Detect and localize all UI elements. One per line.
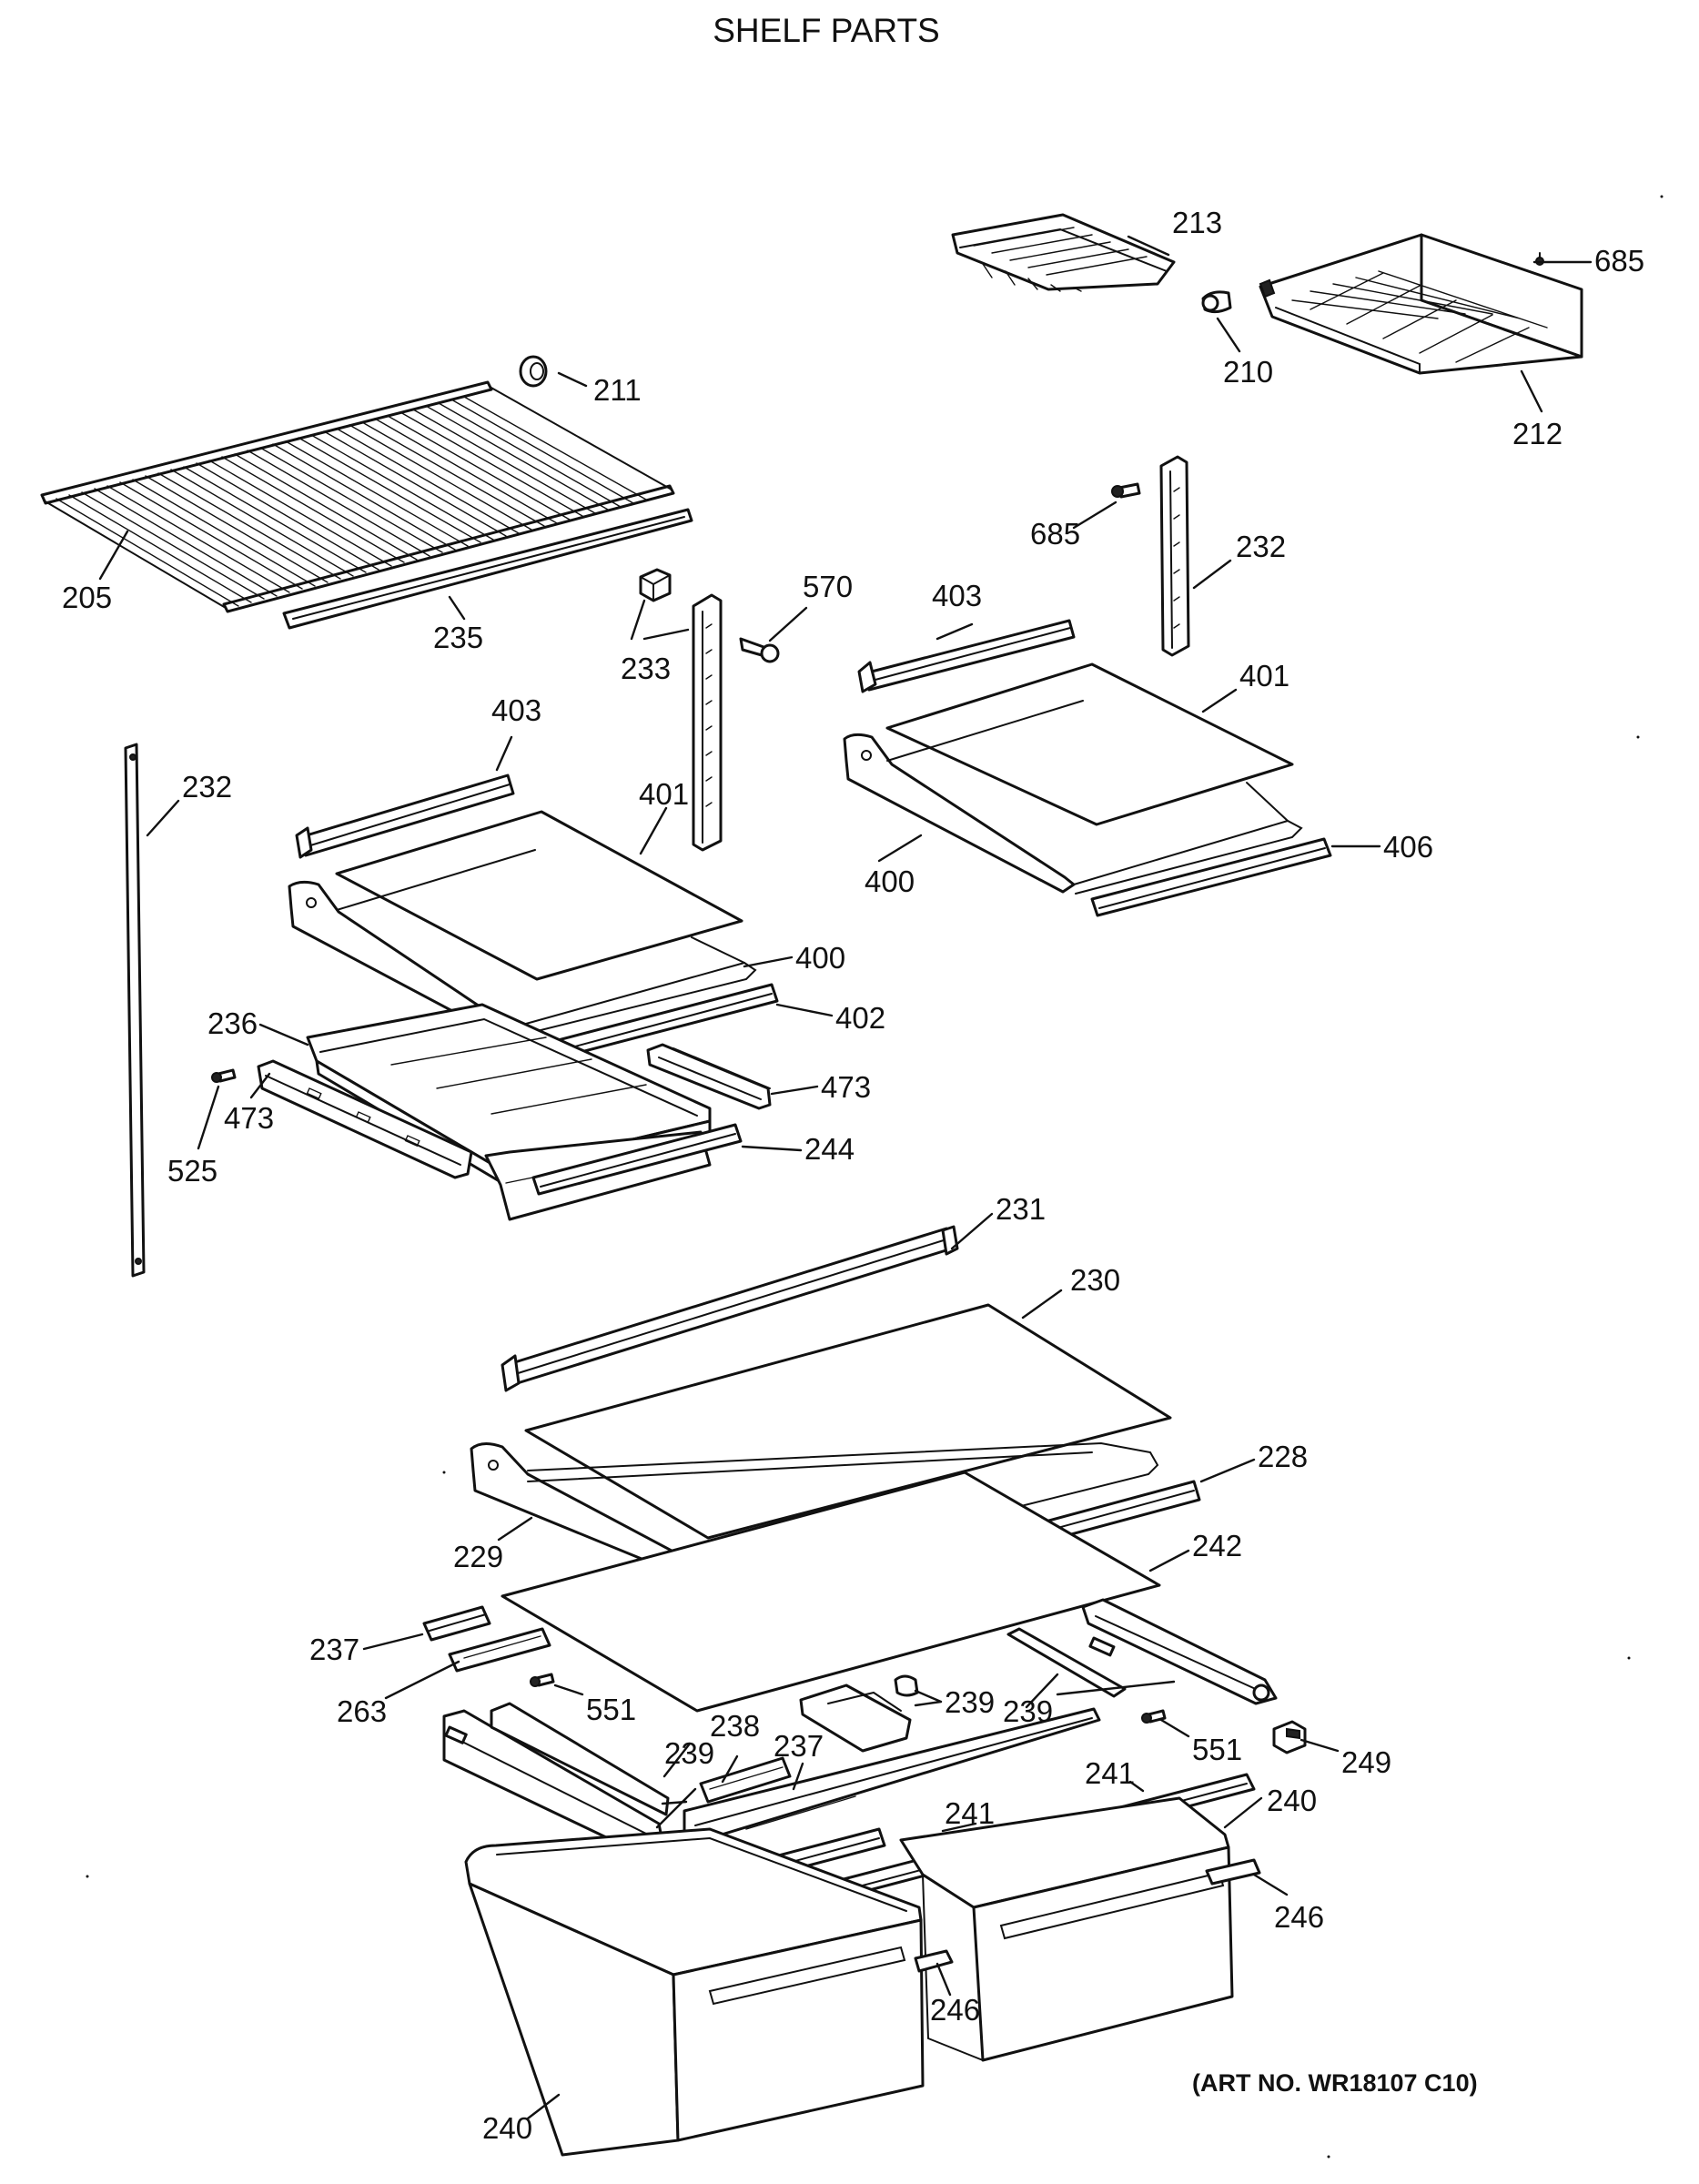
part-401-glass-left [335, 810, 743, 981]
callout-570: 570 [803, 570, 853, 603]
callout-239-center: 239 [945, 1685, 995, 1719]
callout-231: 231 [996, 1192, 1046, 1226]
part-403-trim-right [857, 619, 1076, 693]
callout-246-left: 246 [930, 1993, 980, 2027]
part-crisper-side-left [442, 1702, 670, 1858]
part-205-wire-shelf [40, 380, 675, 613]
callout-551-left: 551 [586, 1693, 636, 1726]
callout-401-left: 401 [639, 777, 689, 811]
part-400-frame-right [843, 700, 1303, 895]
callout-229: 229 [453, 1540, 503, 1573]
callout-242: 242 [1192, 1529, 1242, 1562]
callout-212: 212 [1512, 417, 1562, 450]
part-240-crisper-pan-left [464, 1827, 925, 2157]
callout-473-right: 473 [821, 1070, 871, 1104]
callout-401-right: 401 [1239, 659, 1289, 693]
part-551-screw-left [530, 1673, 555, 1687]
callout-473-left: 473 [224, 1101, 274, 1135]
part-244-trim [531, 1123, 743, 1196]
callout-235: 235 [433, 621, 483, 654]
callout-402: 402 [835, 1001, 885, 1035]
part-242-glass-cover [501, 1471, 1161, 1713]
callout-213: 213 [1172, 206, 1222, 239]
part-246-handle-left [914, 1949, 954, 1973]
part-570-screw [739, 637, 780, 663]
part-525-screw [211, 1068, 237, 1083]
part-210-plug [1201, 290, 1232, 314]
callout-230: 230 [1070, 1263, 1120, 1297]
callout-238: 238 [710, 1709, 760, 1743]
scan-specks [86, 195, 1664, 2159]
callout-233: 233 [621, 652, 671, 685]
callout-244: 244 [804, 1132, 855, 1166]
part-406-trim-right [1090, 837, 1332, 917]
part-401-glass-right [885, 662, 1294, 826]
part-685-screw [1111, 482, 1141, 499]
callout-237-left: 237 [309, 1633, 359, 1666]
part-232-ladder-right [1159, 455, 1190, 657]
part-238-clip [699, 1756, 792, 1804]
part-212-freezer-shelf [1259, 233, 1583, 375]
callout-406: 406 [1383, 830, 1433, 864]
callout-237-center: 237 [774, 1729, 824, 1763]
callout-labels: 213 685 210 212 211 205 235 685 232 570 … [62, 206, 1644, 2145]
callout-685-mid: 685 [1030, 517, 1080, 551]
part-229-frame [470, 1441, 1159, 1584]
callout-525: 525 [167, 1154, 217, 1188]
callout-239-left: 239 [664, 1736, 714, 1770]
part-403-trim-left [295, 774, 515, 859]
callout-241-left: 241 [945, 1796, 995, 1830]
part-213-ice-tray [951, 213, 1176, 292]
callout-403-right: 403 [932, 579, 982, 612]
callout-236: 236 [207, 1006, 258, 1040]
part-211-shelf-bumper [519, 355, 548, 388]
part-232-ladder-left [124, 743, 146, 1278]
callout-249: 249 [1341, 1745, 1391, 1779]
part-ladder-center [692, 593, 723, 852]
callout-246-right: 246 [1274, 1900, 1324, 1934]
callout-232-left: 232 [182, 770, 232, 804]
callout-551-right: 551 [1192, 1733, 1242, 1766]
part-263-bracket [448, 1627, 551, 1673]
callout-240-left: 240 [482, 2111, 532, 2145]
part-473-rail-left [257, 1059, 473, 1179]
callout-210: 210 [1223, 355, 1273, 389]
diagram-title: SHELF PARTS [713, 12, 939, 49]
callout-239-right: 239 [1003, 1694, 1053, 1728]
part-239-slide-right [1006, 1627, 1127, 1698]
part-crisper-side-right [1081, 1598, 1278, 1705]
callout-205: 205 [62, 581, 112, 614]
part-237-bracket-left [422, 1605, 491, 1642]
part-473-rail-right [646, 1043, 772, 1110]
callout-685: 685 [1594, 244, 1644, 278]
callout-240-right: 240 [1267, 1784, 1317, 1817]
callout-263: 263 [337, 1694, 387, 1728]
callout-241-right: 241 [1085, 1756, 1135, 1790]
callout-232-right: 232 [1236, 530, 1286, 563]
part-246-handle-right [1205, 1858, 1261, 1886]
callout-400-right: 400 [865, 864, 915, 898]
part-240-crisper-pan-right [899, 1796, 1234, 2062]
part-249-clip [1272, 1720, 1307, 1754]
part-239-center-bracket [799, 1674, 919, 1753]
part-233-clip [639, 568, 672, 602]
part-235-shelf-trim [282, 508, 693, 630]
part-230-glass [524, 1303, 1172, 1540]
callout-228: 228 [1258, 1440, 1308, 1473]
callout-403-left: 403 [491, 693, 541, 727]
callout-400-left: 400 [795, 941, 845, 975]
leader-lines [98, 235, 1593, 2120]
art-number: (ART NO. WR18107 C10) [1192, 2069, 1478, 2097]
callout-211: 211 [593, 373, 642, 407]
